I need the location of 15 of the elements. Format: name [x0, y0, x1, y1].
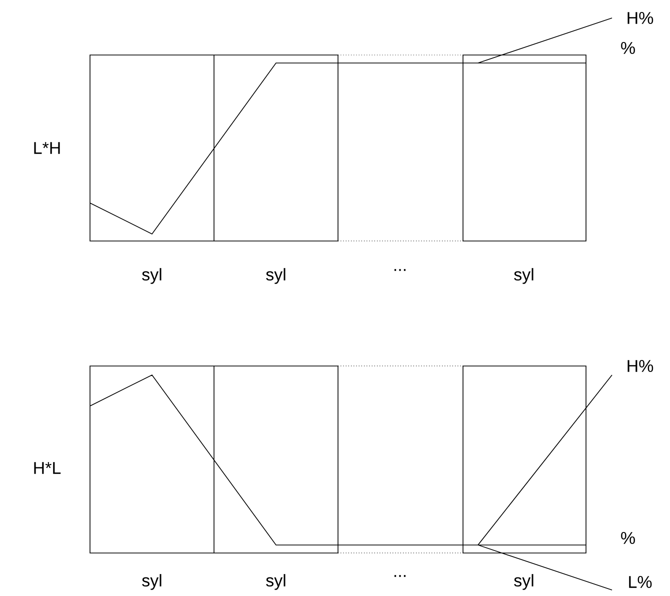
tone-label: H%: [628, 360, 654, 372]
ellipsis: ...: [394, 575, 406, 577]
syllable-label: syl: [514, 574, 534, 590]
tone-label: H%: [628, 12, 654, 24]
syllable-label: syl: [514, 268, 534, 284]
syllable-label: syl: [142, 574, 162, 590]
tone-label: %: [621, 42, 635, 54]
accent-label: L*H: [34, 142, 60, 154]
tone-label: %: [621, 532, 635, 544]
ellipsis: ...: [394, 269, 406, 271]
syllable-label: syl: [266, 574, 286, 590]
syllable-label: syl: [142, 268, 162, 284]
accent-label: H*L: [34, 462, 61, 474]
tone-label: L%: [629, 576, 652, 588]
syllable-label: syl: [266, 268, 286, 284]
